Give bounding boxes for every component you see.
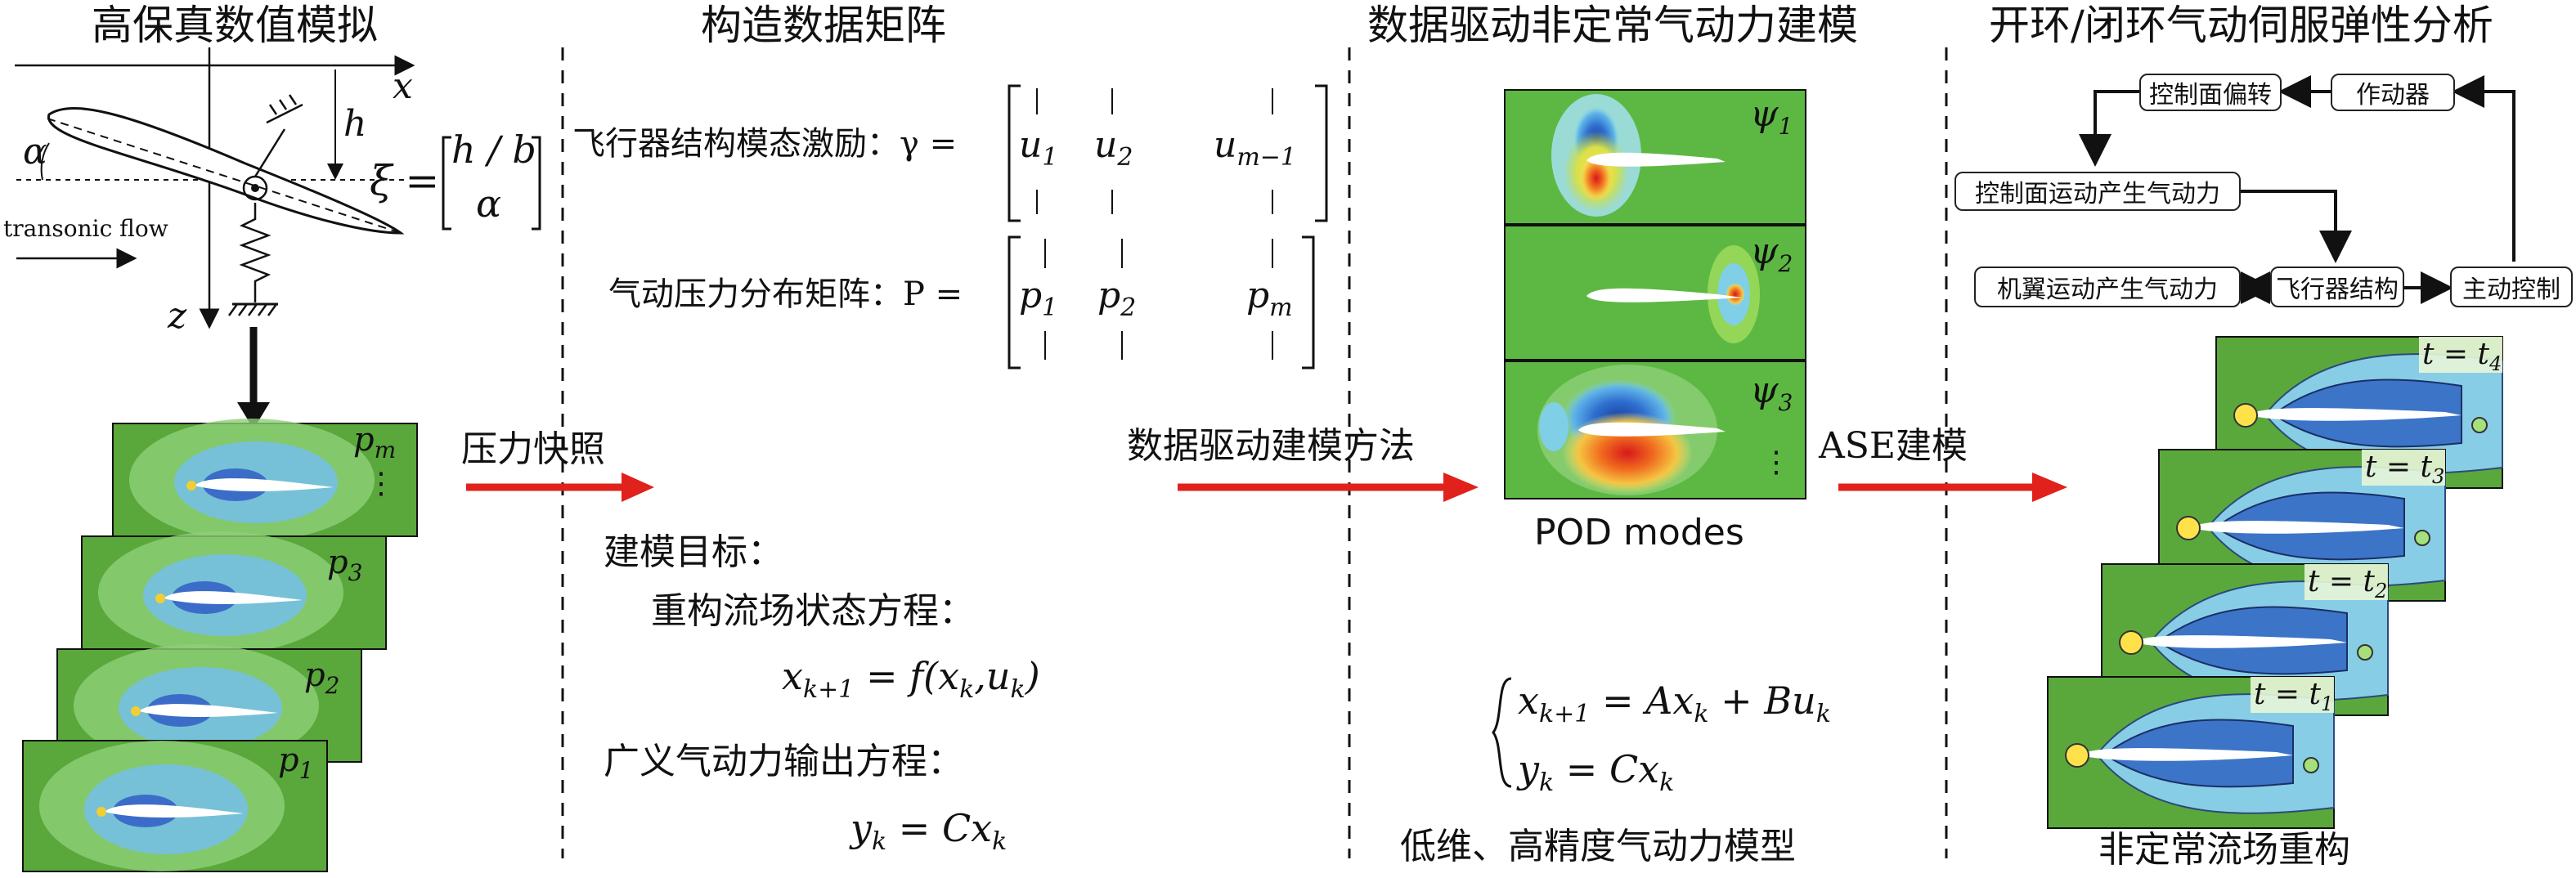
- pod-mode-1: [1504, 89, 1806, 225]
- title-high-fidelity-simulation: 高保真数值模拟: [92, 2, 378, 49]
- gamma-col-m: um−1: [1214, 124, 1297, 172]
- control-loop-connectors: [2079, 75, 2515, 304]
- block-active-control: 主动控制: [2450, 267, 2573, 307]
- p-col-m: pm: [1246, 275, 1293, 322]
- snapshot-stack: [22, 419, 418, 872]
- title-build-data-matrix: 构造数据矩阵: [701, 2, 946, 49]
- chord-line: [47, 118, 402, 234]
- xi-bottom: α: [476, 181, 502, 226]
- recon-label-t1: t = t1: [2254, 678, 2334, 716]
- pod-mode-3: [1504, 361, 1806, 499]
- pod-modes: [1504, 89, 1806, 499]
- snapshot-label-p3: p3: [327, 544, 363, 586]
- block-actuator: 作动器: [2331, 74, 2455, 111]
- torsion-support: [266, 94, 303, 124]
- alpha-label: α: [23, 131, 47, 172]
- recon-caption: 非定常流场重构: [2098, 829, 2350, 871]
- arrow-label-data-driven-method: 数据驱动建模方法: [1127, 425, 1415, 467]
- pod-dots: ⋮: [1761, 446, 1791, 479]
- x-axis-label: x: [393, 65, 413, 107]
- torsion-link: [254, 128, 286, 177]
- snapshot-label-p1: p1: [278, 741, 314, 784]
- gamma-matrix-label: 飞行器结构模态激励：γ =: [572, 125, 958, 163]
- p-col-2: p2: [1097, 275, 1137, 322]
- snapshot-p1: [22, 740, 328, 872]
- recon-label-t3: t = t3: [2365, 450, 2445, 489]
- reconstruction-stack: [2047, 336, 2503, 829]
- gamma-col-2: u2: [1094, 124, 1133, 172]
- pod-label-2: ψ2: [1750, 231, 1793, 277]
- block-aircraft-structure: 飞行器结构: [2270, 267, 2404, 307]
- pod-label-3: ψ3: [1750, 370, 1793, 416]
- pod-caption: POD modes: [1534, 512, 1744, 553]
- airfoil-sketch: [15, 47, 541, 429]
- snapshot-dots: ⋮: [366, 467, 396, 500]
- output-equation: yk = Cxk: [850, 806, 1008, 857]
- p-col-1: p1: [1019, 275, 1058, 322]
- xi-equals: ξ =: [370, 157, 440, 204]
- block-control-surface-deflection: 控制面偏转: [2139, 74, 2282, 111]
- ss-equation-2: yk = Cxk: [1518, 747, 1675, 798]
- ss-equation-1: xk+1 = Axk + Buk: [1518, 679, 1831, 729]
- snapshot-label-pm: pm: [353, 421, 397, 464]
- title-data-driven-modeling: 数据驱动非定常气动力建模: [1367, 2, 1858, 49]
- state-equation: xk+1 = f(xk,uk): [782, 654, 1040, 705]
- z-axis-label: z: [168, 295, 187, 337]
- pod-mode-2: [1504, 225, 1806, 361]
- state-space-brace: [1492, 677, 1512, 788]
- output-equation-title: 广义气动力输出方程：: [604, 741, 963, 782]
- p-matrix-label: 气动压力分布矩阵：P =: [608, 275, 963, 313]
- process-arrows: [466, 473, 2067, 502]
- arrow-label-pressure-snapshots: 压力快照: [461, 428, 605, 470]
- goal-title: 建模目标：: [604, 531, 783, 573]
- heave-spring: [239, 203, 272, 302]
- block-control-surface-aero: 控制面运动产生气动力: [1954, 172, 2241, 211]
- transonic-flow-label: transonic flow: [3, 215, 168, 242]
- xi-top: h / b: [451, 128, 536, 172]
- pod-label-1: ψ1: [1750, 93, 1793, 140]
- gamma-col-1: u1: [1019, 124, 1058, 172]
- recon-label-t4: t = t4: [2422, 338, 2502, 376]
- ss-caption: 低维、高精度气动力模型: [1400, 826, 1796, 867]
- alpha-arc: [40, 142, 50, 181]
- recon-t1: [2047, 676, 2335, 829]
- snapshot-p3: [81, 531, 387, 654]
- h-label: h: [343, 103, 367, 145]
- airfoil-outline: [47, 107, 405, 235]
- recon-label-t2: t = t2: [2308, 565, 2388, 603]
- state-equation-title: 重构流场状态方程：: [651, 590, 975, 632]
- snapshot-label-p2: p2: [304, 656, 340, 699]
- block-wing-motion-aero: 机翼运动产生气动力: [1974, 267, 2241, 307]
- title-ase-analysis: 开环/闭环气动伺服弹性分析: [1989, 2, 2493, 49]
- matrix-brackets: [1008, 84, 1328, 370]
- arrow-label-ase-modeling: ASE建模: [1819, 425, 1968, 467]
